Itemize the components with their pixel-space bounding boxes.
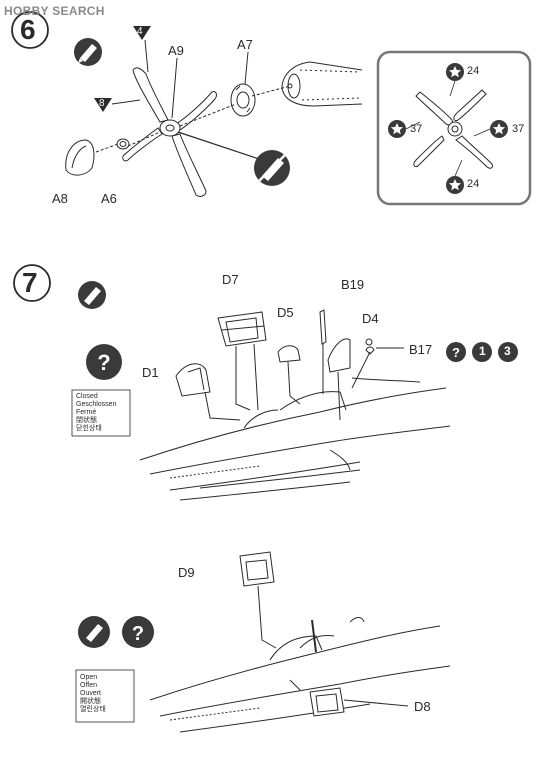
label-a9: A9 xyxy=(168,43,184,58)
label-b19: B19 xyxy=(341,277,365,292)
step6-number: 6 xyxy=(20,14,36,45)
glue-icon xyxy=(78,281,106,309)
glue-icon xyxy=(78,616,110,648)
label-d9: D9 xyxy=(178,565,195,580)
leader-d1 xyxy=(204,391,241,421)
label-a6: A6 xyxy=(101,191,117,206)
open-note: Open Offen Ouvert 開状態 열린상태 xyxy=(80,674,106,713)
question-icon: ? xyxy=(122,616,154,648)
leader-d9 xyxy=(257,585,277,649)
leader-a8 xyxy=(95,143,119,153)
inset-left-value: 37 xyxy=(410,123,423,135)
choice-3-badge xyxy=(498,342,518,362)
label-d7: D7 xyxy=(222,272,239,287)
leader-a7 xyxy=(244,51,249,85)
leader-d8-b xyxy=(289,679,301,691)
open-note-box xyxy=(75,669,135,723)
glue-icon xyxy=(74,38,102,66)
step6-number-circle xyxy=(11,11,49,49)
leader-a6 xyxy=(127,131,161,147)
step7-number: 7 xyxy=(22,267,38,298)
svg-text:?: ? xyxy=(97,350,110,375)
step7-number-circle xyxy=(13,264,51,302)
question-icon: ? xyxy=(446,342,466,362)
marker-triangle-top xyxy=(133,26,151,40)
part-a6 xyxy=(116,138,130,150)
question-icon: ? xyxy=(86,344,122,380)
leader-hub-to-a7 xyxy=(179,103,237,127)
fuselage-open xyxy=(149,617,451,733)
leader-d4 xyxy=(337,371,341,421)
leader-d7-a xyxy=(235,346,251,411)
part-b17 xyxy=(365,338,375,355)
propeller-a9 xyxy=(122,67,217,197)
choice-1-label: 1 xyxy=(479,344,486,358)
closed-note: Closed Geschlossen Fermé 閉状態 닫힌상태 xyxy=(76,393,117,432)
inset-right-value: 37 xyxy=(512,123,525,135)
fuselage-nose xyxy=(281,61,363,107)
part-d9 xyxy=(239,551,275,587)
label-a8: A8 xyxy=(52,191,68,206)
watermark: HOBBY SEARCH xyxy=(4,4,105,18)
part-d1 xyxy=(175,363,211,397)
label-d4: D4 xyxy=(362,311,379,326)
part-a7 xyxy=(230,83,256,117)
leader-d7-b xyxy=(253,343,259,411)
part-d4 xyxy=(327,338,351,373)
label-b17: B17 xyxy=(409,342,433,357)
cement-icon xyxy=(254,150,290,186)
choice-1-badge xyxy=(472,342,492,362)
label-a7: A7 xyxy=(237,37,253,52)
leader-d5 xyxy=(287,361,301,405)
label-d1: D1 xyxy=(142,365,159,380)
label-d8: D8 xyxy=(414,699,431,714)
svg-text:?: ? xyxy=(132,623,144,645)
part-b19 xyxy=(319,309,327,345)
part-d8 xyxy=(309,687,345,717)
leader-b17 xyxy=(351,351,371,389)
part-d7 xyxy=(217,311,267,347)
marker-top-label: 4 xyxy=(137,26,143,37)
svg-text:?: ? xyxy=(452,345,460,360)
leader-d8 xyxy=(343,699,409,707)
marker-triangle-left xyxy=(94,98,112,112)
leader-a9 xyxy=(171,57,178,119)
fuselage-closed xyxy=(139,377,451,501)
leader-to-cement xyxy=(177,131,263,161)
label-d5: D5 xyxy=(277,305,294,320)
closed-note-box xyxy=(71,389,131,437)
leader-a9-top xyxy=(144,39,149,73)
inset-panel xyxy=(376,50,532,206)
part-a8 xyxy=(65,139,95,176)
leader-a7-to-nose xyxy=(251,85,291,97)
marker-left-label: 8 xyxy=(99,98,105,109)
choice-3-label: 3 xyxy=(504,344,511,358)
inset-top-value: 24 xyxy=(467,65,480,77)
leader-left-marker xyxy=(111,99,141,105)
inset-bottom-value: 24 xyxy=(467,178,480,190)
part-d5 xyxy=(277,345,301,363)
